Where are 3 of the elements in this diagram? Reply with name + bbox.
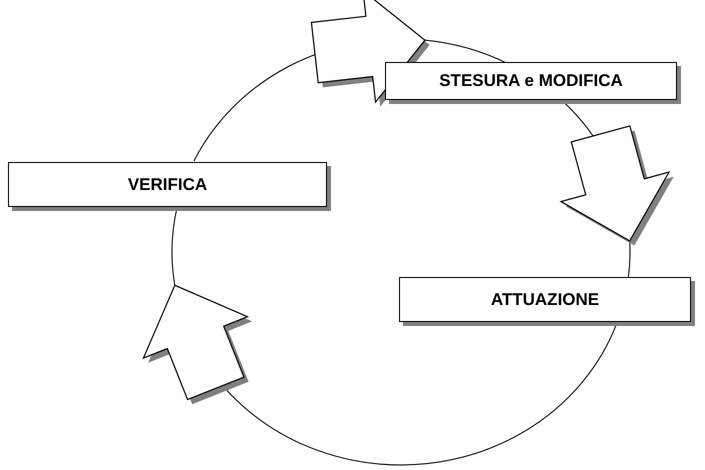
box-label: STESURA e MODIFICA	[439, 71, 623, 91]
box-label: VERIFICA	[128, 174, 208, 194]
box-label: ATTUAZIONE	[490, 290, 600, 310]
